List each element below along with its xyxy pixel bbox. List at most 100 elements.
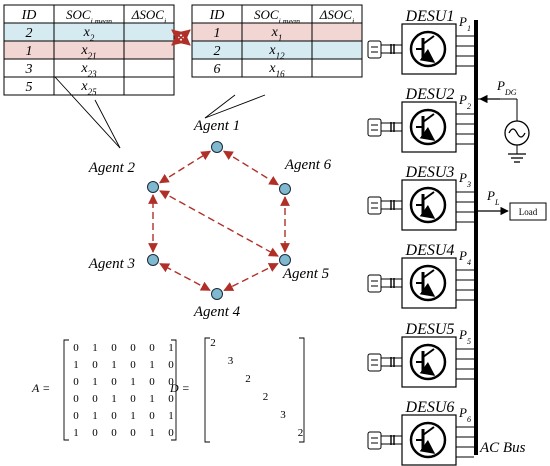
- table-row: [192, 23, 362, 41]
- matrix-d-entry: 2: [210, 337, 216, 349]
- matrix-a-entry: 0: [168, 359, 174, 371]
- agent-label: Agent 3: [88, 256, 135, 272]
- table-row: [4, 41, 174, 59]
- agent-node: [147, 254, 159, 266]
- matrix-a-entry: 0: [149, 342, 155, 354]
- agent-label: Agent 6: [284, 157, 332, 173]
- table-header-soc: SOCi,mean: [254, 7, 300, 26]
- agent-label: Agent 1: [193, 118, 240, 134]
- pl-label: PL: [486, 188, 500, 207]
- pdg-label: PDG: [496, 78, 517, 97]
- matrix-a-entry: 1: [111, 359, 117, 371]
- desu-power-label: P2: [458, 92, 471, 111]
- battery-icon: [367, 431, 382, 450]
- matrix-d-entry: 3: [280, 409, 286, 421]
- agent-node: [211, 288, 223, 300]
- table-row: [192, 41, 362, 59]
- desu-power-label: P1: [458, 14, 471, 33]
- matrix-a-entry: 0: [130, 342, 136, 354]
- desu-power-label: P4: [458, 248, 471, 267]
- load-box: [509, 202, 547, 221]
- agent-communication-graph: Agent 1 Agent 6 Agent 5 Agent 4 Agent 3 Agent…: [88, 118, 332, 320]
- igbt-icon: [409, 30, 447, 68]
- matrix-bracket: [204, 337, 210, 443]
- matrix-a-entry: 0: [149, 376, 155, 388]
- matrix-a-entry: 0: [92, 359, 98, 371]
- matrix-a-entry: 0: [130, 359, 136, 371]
- matrix-a-entry: 0: [149, 410, 155, 422]
- matrix-a-entry: 0: [73, 393, 79, 405]
- igbt-emitter: [419, 361, 436, 376]
- agent-node: [147, 181, 159, 193]
- table-cell-soc: x16: [268, 61, 285, 79]
- igbt-icon: [409, 108, 447, 146]
- table-link-arrows: [171, 29, 191, 46]
- igbt-collector: [422, 348, 435, 358]
- callout-line: [94, 99, 121, 149]
- table-header-id: ID: [209, 8, 225, 23]
- table-row: [4, 77, 174, 95]
- table-cell-soc: x2: [83, 25, 95, 43]
- desu-power-label: P6: [458, 405, 471, 424]
- matrix-d-entry: 2: [298, 427, 304, 439]
- desu-label: DESU5: [405, 321, 455, 338]
- battery-icon: [367, 353, 382, 372]
- sine-wave-icon: [508, 128, 526, 138]
- igbt-icon: [409, 264, 447, 302]
- matrix-a-entry: 0: [92, 427, 98, 439]
- igbt-collector: [422, 269, 435, 279]
- agent-label: Agent 5: [282, 266, 330, 282]
- matrix-a-entry: 0: [130, 427, 136, 439]
- igbt-emitter: [419, 48, 436, 63]
- table-cell-id: 2: [26, 26, 33, 41]
- matrix-a-entry: 0: [168, 427, 174, 439]
- agent-edge: [222, 150, 280, 186]
- table-cell-soc: x23: [80, 61, 97, 79]
- agent-node: [279, 183, 291, 195]
- battery-icon: [367, 118, 382, 137]
- callout-line: [54, 76, 121, 149]
- table-row: [192, 59, 362, 77]
- matrix-a-entry: 0: [73, 410, 79, 422]
- table-cell-id: 3: [25, 62, 33, 77]
- table-header-dsoc: ΔSOCi: [131, 7, 166, 26]
- agent-edge: [159, 190, 279, 257]
- matrix-bracket: [63, 339, 69, 441]
- table-cell-id: 1: [214, 26, 221, 41]
- agent-edge: [223, 262, 279, 292]
- desu-label: DESU2: [405, 86, 455, 103]
- matrix-a-entry: 1: [111, 393, 117, 405]
- igbt-collector: [422, 35, 435, 45]
- igbt-emitter: [419, 439, 436, 454]
- matrix-d-entry: 3: [228, 355, 234, 367]
- matrix-bracket: [299, 337, 305, 443]
- table-cell-soc: x21: [80, 43, 96, 61]
- matrix-a-entry: 0: [111, 427, 117, 439]
- table-row: [4, 59, 174, 77]
- igbt-emitter: [419, 126, 436, 141]
- matrix-a-entry: 0: [111, 376, 117, 388]
- matrix-d-entry: 2: [263, 391, 269, 403]
- agent-label: Agent 2: [88, 160, 136, 176]
- matrix-d-label: D =: [169, 381, 190, 395]
- agent-edge: [159, 263, 211, 291]
- desu-label: DESU4: [405, 242, 455, 259]
- matrix-a-entry: 1: [149, 359, 155, 371]
- agent-label: Agent 4: [193, 304, 241, 320]
- igbt-collector: [422, 426, 435, 436]
- matrix-a-entry: 1: [73, 427, 79, 439]
- table-header-soc: SOCi,mean: [66, 7, 112, 26]
- matrix-a-label: A =: [31, 381, 50, 395]
- agent-node: [279, 254, 291, 266]
- callout-line: [204, 94, 236, 119]
- matrix-a-entry: 0: [111, 342, 117, 354]
- table-cell-id: 5: [26, 80, 33, 95]
